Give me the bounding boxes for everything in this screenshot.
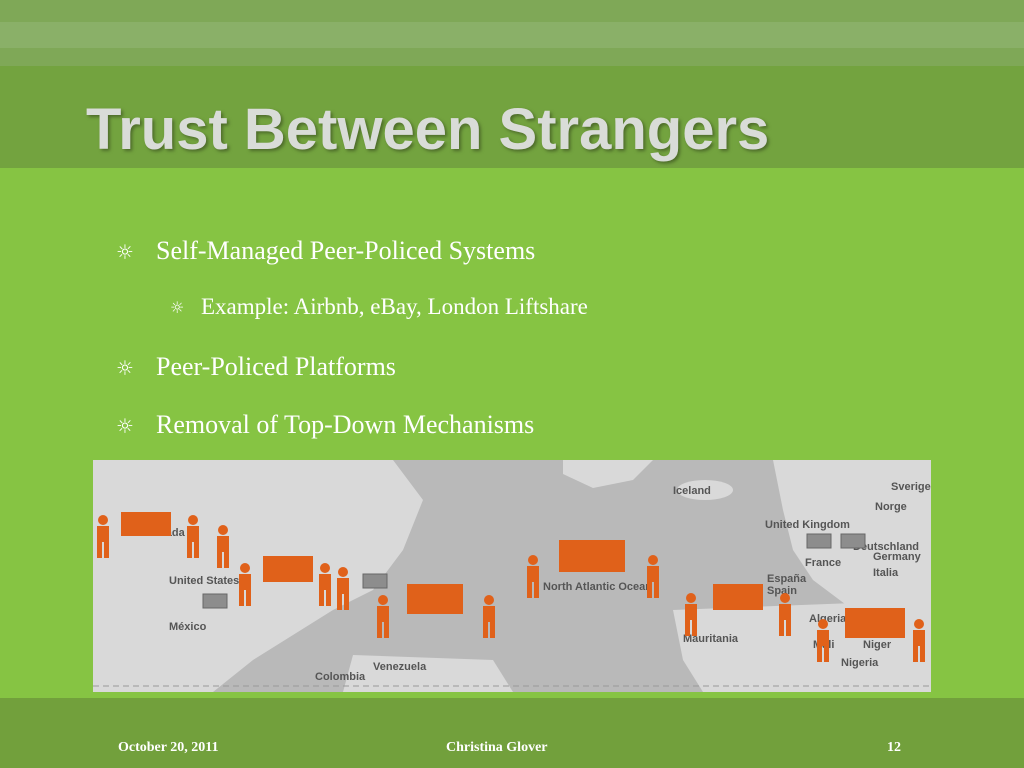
north-america-landmass xyxy=(93,460,423,692)
sub-bullet-item: ☼ Example: Airbnb, eBay, London Liftshar… xyxy=(116,294,976,352)
map-label: Norge xyxy=(875,501,907,513)
map-label: Niger xyxy=(863,639,892,651)
map-pin-icon xyxy=(202,593,228,609)
map-label: México xyxy=(169,621,207,633)
map-label: Italia xyxy=(873,567,899,579)
footer-page-number: 12 xyxy=(887,740,901,755)
map-label: Venezuela xyxy=(373,661,427,673)
bullet-text: Example: Airbnb, eBay, London Liftshare xyxy=(201,294,588,319)
bullet-list: ☼ Self-Managed Peer-Policed Systems ☼ Ex… xyxy=(116,236,976,468)
people-sharing-figures-icon xyxy=(527,540,659,598)
iceland-landmass xyxy=(677,480,733,500)
band-stripe xyxy=(0,48,1024,66)
bullet-item: ☼ Peer-Policed Platforms xyxy=(116,352,976,410)
map-label: España xyxy=(767,573,807,585)
map-pin-icon xyxy=(806,533,832,549)
bullet-text: Self-Managed Peer-Policed Systems xyxy=(156,236,536,265)
greenland-landmass xyxy=(563,460,653,488)
bullet-item: ☼ Removal of Top-Down Mechanisms xyxy=(116,410,976,468)
footer-band xyxy=(0,698,1024,768)
map-label: Sverige xyxy=(891,481,931,493)
map-label: United States xyxy=(169,575,239,587)
people-sharing-figures-icon xyxy=(377,584,495,638)
map-label: Spain xyxy=(767,585,797,597)
map-label: North Atlantic Ocean xyxy=(543,581,652,593)
map-label: Nigeria xyxy=(841,657,879,669)
footer-date: October 20, 2011 xyxy=(118,740,219,755)
map-pin-icon xyxy=(362,573,388,589)
footer-author: Christina Glover xyxy=(446,740,548,755)
map-label: Colombia xyxy=(315,671,366,683)
title-band xyxy=(0,0,1024,168)
bullet-text: Peer-Policed Platforms xyxy=(156,352,396,381)
sun-bullet-icon: ☼ xyxy=(116,356,134,380)
map-label: Iceland xyxy=(673,485,711,497)
people-sharing-figures-icon xyxy=(817,608,925,662)
world-map-image: Iceland Sverige Norge United Kingdom Deu… xyxy=(93,460,931,692)
map-pin-icon xyxy=(840,533,866,549)
south-america-landmass xyxy=(343,655,513,692)
band-stripe xyxy=(0,22,1024,48)
sun-bullet-icon: ☼ xyxy=(116,240,134,264)
sun-bullet-icon: ☼ xyxy=(116,414,134,438)
band-stripe xyxy=(0,0,1024,22)
map-label: France xyxy=(805,557,841,569)
sun-bullet-icon: ☼ xyxy=(170,298,185,317)
map-label: Germany xyxy=(873,551,922,563)
bullet-item: ☼ Self-Managed Peer-Policed Systems xyxy=(116,236,976,294)
map-label: Mauritania xyxy=(683,633,739,645)
bullet-text: Removal of Top-Down Mechanisms xyxy=(156,410,535,439)
people-sharing-figures-icon xyxy=(97,512,229,568)
people-sharing-figures-icon xyxy=(685,584,791,636)
map-label: Deutschland xyxy=(853,541,919,553)
map-graphic: Iceland Sverige Norge United Kingdom Deu… xyxy=(93,460,931,692)
map-label: United Kingdom xyxy=(765,519,850,531)
map-label: Algeria xyxy=(809,613,847,625)
people-sharing-figures-icon xyxy=(239,556,349,610)
slide-title: Trust Between Strangers xyxy=(86,97,770,162)
